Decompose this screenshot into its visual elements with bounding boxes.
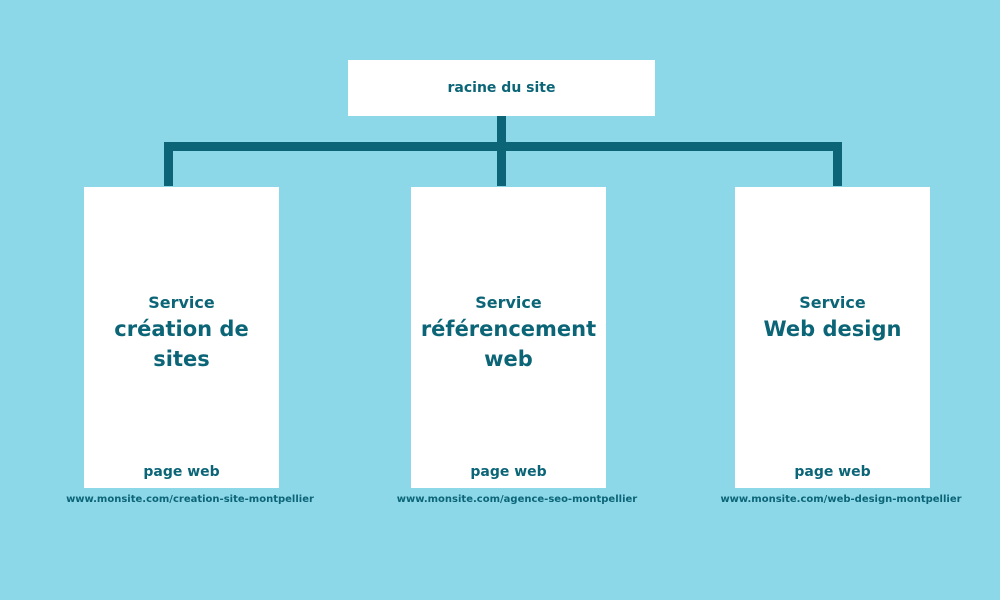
root-node: racine du site — [348, 60, 655, 116]
connector-bar — [164, 142, 842, 151]
page-node-referencement: Service référencement web page web — [411, 187, 606, 488]
page-url: www.monsite.com/web-design-montpellier — [720, 494, 962, 505]
page-kicker: Service — [799, 293, 866, 312]
page-kicker: Service — [148, 293, 215, 312]
page-footer: page web — [470, 464, 547, 480]
connector-trunk — [497, 116, 506, 186]
page-kicker: Service — [475, 293, 542, 312]
page-footer: page web — [794, 464, 871, 480]
connector-right — [833, 142, 842, 186]
page-url: www.monsite.com/agence-seo-montpellier — [396, 494, 638, 505]
connector-left — [164, 142, 173, 186]
page-title: Web design — [763, 317, 902, 341]
page-node-creation: Service création de sites page web — [84, 187, 279, 488]
root-label: racine du site — [447, 80, 556, 96]
page-url: www.monsite.com/creation-site-montpellie… — [66, 494, 314, 505]
page-title: référencement web — [420, 317, 597, 371]
page-node-webdesign: Service Web design page web — [735, 187, 930, 488]
page-footer: page web — [143, 464, 220, 480]
page-title: création de sites — [114, 317, 249, 371]
